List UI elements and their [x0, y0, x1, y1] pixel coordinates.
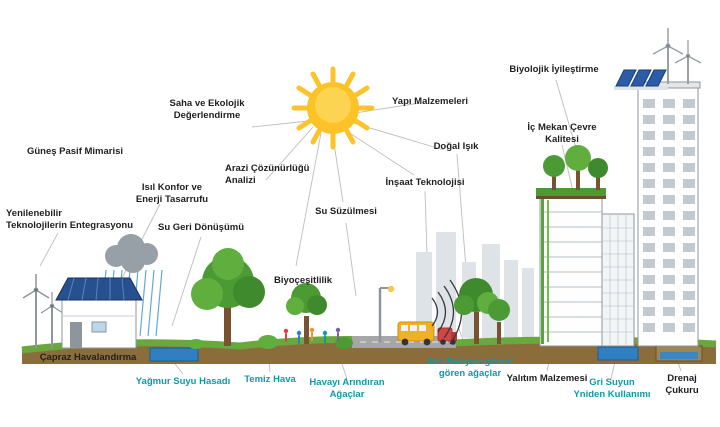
label-biyolojik-iyilestirme: Biyolojik İyileştirme [509, 64, 599, 75]
label-yenilenebilir-entegrasyonu: Yenilenebilir Teknolojilerin Entegrasyon… [6, 208, 134, 232]
label-gri-suyun: Gri Suyun Yniden Kullanımı [573, 377, 651, 401]
label-saha-ekolojik: Saha ve Ekolojik Değerlendirme [169, 98, 245, 122]
label-dogal-isik: Doğal Işık [433, 141, 479, 152]
label-isil-konfor: Isıl Konfor ve Enerji Tasarrufu [135, 182, 209, 206]
label-ses-bariyeri: Ses Bariyeri görevi gören ağaçlar [426, 356, 514, 380]
label-havayi-arindiran: Havayı Arındıran Ağaçlar [309, 377, 385, 401]
label-gunes-pasif-mimarisi: Güneş Pasif Mimarisi [26, 146, 124, 157]
label-ic-mekan-cevre: İç Mekan Çevre Kalitesi [527, 122, 597, 146]
bushes [188, 335, 353, 349]
label-yalitim-malzemesi: Yalıtım Malzemesi [506, 373, 588, 384]
sound-wave-arcs [431, 279, 463, 345]
bus-icon [397, 321, 435, 346]
label-yagmur-suyu-hasadi: Yağmur Suyu Hasadı [135, 376, 231, 387]
rooftop-solar-panels [614, 69, 668, 90]
label-biyocesitlilik: Biyoçeşitlilik [273, 275, 333, 286]
tree-medium-icon [286, 283, 327, 344]
solar-house [55, 277, 143, 349]
people-playing [283, 327, 341, 344]
street-lamp-icon [378, 285, 395, 342]
sun-icon [291, 66, 375, 150]
label-temiz-hava: Temiz Hava [244, 374, 296, 385]
label-yapi-malzemeleri: Yapı Malzemeleri [391, 96, 469, 107]
tree-large-icon [191, 248, 265, 346]
wind-turbine-icon-rooftop [652, 28, 702, 84]
label-su-geri-donusumu: Su Geri Dönüşümü [157, 222, 245, 233]
label-su-suzulmesi: Su Süzülmesi [315, 206, 377, 217]
label-insaat-teknolojisi: İnşaat Teknolojisi [385, 177, 465, 188]
label-arazi-cozunurlugu: Arazi Çözünürlüğü Analizi [225, 163, 310, 187]
label-drenaj-cukuru: Drenaj Çukuru [665, 373, 699, 397]
roof-garden-trees [543, 145, 608, 190]
wind-turbine-icon-left [22, 274, 64, 348]
rainwater-tank [149, 347, 199, 362]
green-roof-building [536, 188, 635, 347]
high-rise-tower [635, 81, 701, 347]
drainage-pit [655, 345, 703, 362]
label-capraz-havalandirma: Çapraz Havalandırma [39, 352, 137, 363]
sound-barrier-trees [454, 278, 510, 344]
